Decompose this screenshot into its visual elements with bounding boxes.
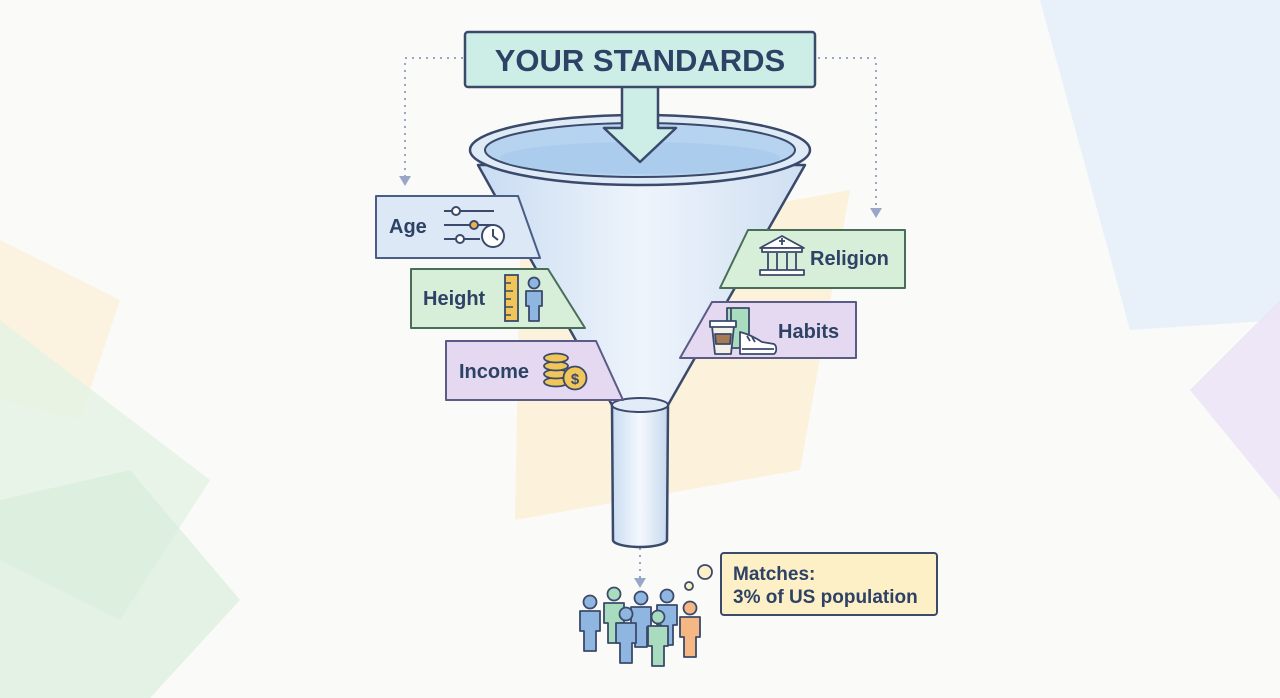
title-group: YOUR STANDARDS	[463, 30, 817, 164]
arrowhead-bottom	[634, 578, 646, 588]
tag-age: Age	[375, 195, 541, 259]
down-arrow	[602, 84, 678, 164]
svg-text:$: $	[571, 371, 580, 388]
result-line1: Matches:	[733, 564, 815, 585]
tag-height-label: Height	[423, 288, 486, 310]
title-text: YOUR STANDARDS	[495, 43, 786, 78]
person-figure	[579, 594, 601, 652]
dotted-connectors	[404, 57, 877, 578]
tag-height: Height	[410, 268, 586, 329]
person-figure	[679, 600, 701, 658]
funnel-tube	[610, 403, 670, 549]
coins-dollar-icon: $	[543, 352, 588, 391]
person-figure	[615, 606, 637, 664]
people-group-icon	[579, 586, 701, 667]
tag-habits-label: Habits	[778, 321, 839, 343]
ruler-person-icon	[504, 274, 543, 322]
tag-religion-label: Religion	[810, 248, 889, 270]
tag-age-label: Age	[389, 216, 427, 238]
tag-income: Income $	[445, 340, 624, 401]
temple-icon	[759, 235, 805, 276]
title-box	[463, 30, 817, 89]
result-line2: 3% of US population	[733, 587, 918, 608]
sliders-clock-icon	[444, 206, 505, 248]
tag-income-label: Income	[459, 361, 529, 383]
tag-habits: Habits	[679, 301, 857, 359]
tag-religion: Religion	[719, 229, 906, 289]
result-box: Matches: 3% of US population	[720, 552, 938, 616]
person-figure	[647, 609, 669, 667]
thought-bubbles	[684, 564, 713, 591]
arrowhead-right	[870, 208, 882, 218]
arrowhead-left	[399, 176, 411, 186]
coffee-book-shoe-icon	[709, 307, 778, 355]
